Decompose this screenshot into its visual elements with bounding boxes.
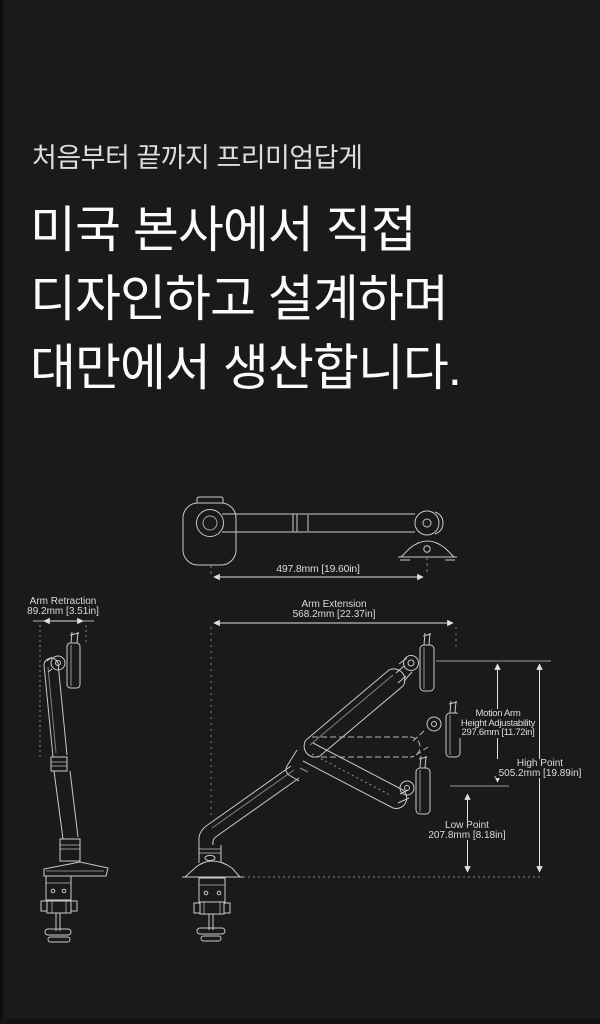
arm-retraction-title: Arm Retraction — [29, 596, 97, 607]
arm-extension-label: Arm Extension 568.2mm [22.37in] — [289, 599, 379, 620]
high-point-label: High Point 505.2mm [19.89in] — [495, 758, 585, 779]
motion-arm-label: Motion Arm Height Adjustability 297.6mm … — [457, 708, 539, 738]
low-point-label: Low Point 207.8mm [8.18in] — [425, 820, 509, 841]
title-line-1: 미국 본사에서 직접 — [30, 202, 417, 258]
retraction-dimension — [33, 617, 94, 757]
high-point-title: High Point — [516, 758, 564, 769]
arm-retraction-label: Arm Retraction 89.2mm [3.51in] — [24, 597, 102, 616]
left-edge-strip — [0, 0, 3, 1024]
top-view-drawing — [182, 496, 457, 575]
subtitle: 처음부터 끝까지 프리미엄답게 — [32, 143, 363, 173]
bottom-edge-strip — [0, 1019, 600, 1024]
motion-arm-title-2: Height Adjustability — [460, 717, 536, 729]
extension-dimension — [210, 619, 457, 816]
arm-extension-value: 568.2mm [22.37in] — [292, 608, 376, 620]
reference-lines — [243, 660, 551, 878]
title-line-2: 디자인하고 설계하며 — [30, 271, 449, 327]
folded-view-drawing — [40, 631, 109, 943]
low-point-value: 207.8mm [8.18in] — [428, 829, 506, 841]
top-view-dimension-label: 497.8mm [19.60in] — [273, 564, 363, 575]
high-point-value: 505.2mm [19.89in] — [498, 767, 582, 779]
side-view-drawing — [182, 632, 461, 942]
arm-extension-title: Arm Extension — [301, 599, 367, 610]
low-point-title: Low Point — [445, 820, 489, 831]
motion-arm-title-1: Motion Arm — [475, 708, 521, 719]
arm-retraction-value: 89.2mm [3.51in] — [27, 605, 99, 617]
title-line-3: 대만에서 생산합니다. — [30, 340, 462, 396]
main-title: 미국 본사에서 직접 디자인하고 설계하며 대만에서 생산합니다. — [30, 196, 462, 403]
motion-arm-value: 297.6mm [11.72in] — [461, 727, 535, 738]
